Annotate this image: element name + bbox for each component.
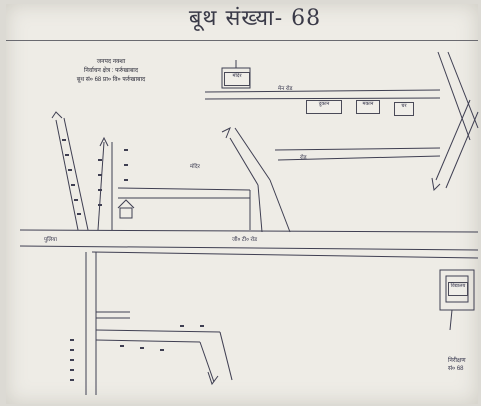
temple-label: मंदिर bbox=[224, 72, 250, 86]
label-corner: मंदिर bbox=[190, 164, 200, 170]
temple-structure bbox=[221, 60, 251, 89]
legend-line-3: बूथ सं० 68 प्रा० वि० फर्रुखाबाद bbox=[76, 77, 146, 83]
label-upper-mid-road: रोड bbox=[300, 155, 307, 161]
bottom-right-line-1: निरीक्षण bbox=[448, 358, 466, 364]
bottom-right-note: निरीक्षण सं० 68 bbox=[448, 357, 466, 373]
bottom-right-line-2: सं० 68 bbox=[448, 366, 464, 372]
legend-line-2: निर्वाचन क्षेत्र : फर्रुखाबाद bbox=[83, 68, 139, 74]
legend-line-1: जनपद नक्शा bbox=[96, 59, 126, 65]
tick-marks bbox=[62, 139, 128, 215]
middle-road bbox=[19, 229, 479, 259]
map-title: बूथ संख्या- 68 bbox=[188, 6, 322, 31]
school-structure bbox=[439, 269, 475, 331]
house-glyph bbox=[117, 199, 135, 219]
top-road bbox=[204, 89, 441, 100]
diagonal-road-right bbox=[431, 51, 479, 192]
upper-branch-road bbox=[221, 126, 441, 233]
label-top-road: मेन रोड bbox=[278, 86, 293, 92]
box-a: दुकान bbox=[306, 100, 342, 114]
header-rule bbox=[6, 40, 478, 41]
left-lanes bbox=[51, 111, 251, 231]
school-label: विद्यालय bbox=[448, 282, 468, 296]
map-legend: जनपद नक्शा निर्वाचन क्षेत्र : फर्रुखाबाद… bbox=[36, 58, 186, 85]
label-left-marker: पुलिया bbox=[44, 237, 57, 243]
box-b: मकान bbox=[356, 100, 380, 114]
map-sheet bbox=[6, 4, 478, 404]
lower-left-road bbox=[85, 252, 233, 395]
bottom-marks bbox=[70, 325, 204, 381]
box-c: घर bbox=[394, 102, 414, 116]
label-middle-road: जी० टी० रोड bbox=[232, 237, 258, 243]
